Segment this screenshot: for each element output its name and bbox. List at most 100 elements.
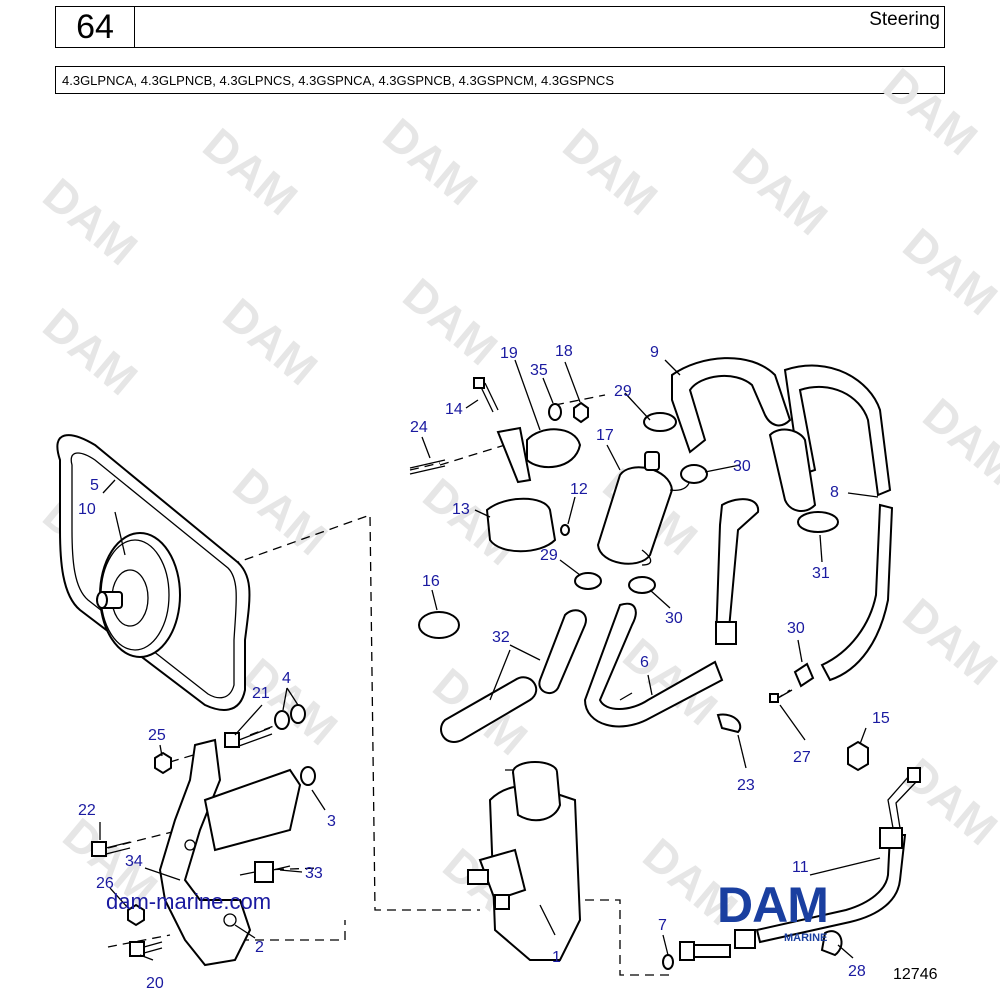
callout-33: 33	[305, 865, 323, 882]
callout-8: 8	[830, 484, 839, 501]
bolt-14	[473, 377, 499, 413]
fitting-6	[715, 621, 737, 645]
callout-10: 10	[78, 501, 96, 518]
pulley-line	[159, 514, 480, 911]
spacer-33	[239, 861, 291, 883]
watermark: DAM	[914, 388, 1000, 495]
bolt-22	[91, 841, 131, 857]
hoses	[440, 357, 894, 743]
model-list: 4.3GLPNCA, 4.3GLPNCB, 4.3GLPNCS, 4.3GSPN…	[55, 66, 945, 94]
callout-29-top: 29	[614, 383, 632, 400]
pump-line	[505, 769, 670, 976]
nut-25	[154, 751, 172, 775]
page-number: 64	[56, 7, 135, 47]
watermark: DAM	[194, 118, 308, 225]
callout-24: 24	[410, 419, 428, 436]
screw-27	[769, 689, 793, 703]
bolt-line	[107, 829, 181, 849]
hose-6	[583, 602, 724, 728]
callout-30-a: 30	[733, 458, 751, 475]
callout-30-b: 30	[665, 610, 683, 627]
bolt-20	[129, 941, 163, 957]
watermark: DAM	[374, 108, 488, 215]
callout-27: 27	[793, 749, 811, 766]
nut-line	[554, 394, 606, 406]
clip-23	[716, 713, 742, 734]
nut-26	[127, 903, 145, 927]
washer-3	[300, 766, 316, 786]
pulley	[96, 532, 181, 658]
callout-6: 6	[640, 654, 649, 671]
watermark: DAM	[894, 588, 1000, 695]
callout-5: 5	[90, 477, 99, 494]
callout-35: 35	[530, 362, 548, 379]
watermark: DAM	[234, 648, 348, 755]
callout-12: 12	[570, 481, 588, 498]
callout-30-c: 30	[787, 620, 805, 637]
watermark: DAM	[34, 298, 148, 405]
callout-4: 4	[282, 670, 291, 687]
nut-15	[847, 740, 869, 772]
dam-logo-subtext: MARINE	[784, 932, 828, 944]
watermark: DAM	[894, 218, 1000, 325]
page-header: 64 Steering	[55, 6, 945, 48]
clamp-16	[418, 611, 460, 639]
callout-32: 32	[492, 629, 510, 646]
callout-23: 23	[737, 777, 755, 794]
website-url[interactable]: dam-marine.com	[106, 889, 272, 914]
hardware	[91, 377, 869, 970]
pressure-line	[679, 767, 921, 961]
watermark: DAM	[394, 268, 508, 375]
hose-8-low	[820, 503, 894, 682]
stud-24	[409, 459, 446, 475]
clamp-sleeve	[485, 497, 557, 553]
callout-3: 3	[327, 813, 336, 830]
callout-29-low: 29	[540, 547, 558, 564]
clamp-30-low	[628, 576, 656, 594]
steering-pump	[467, 761, 582, 961]
clamp-31	[797, 511, 839, 533]
callout-26: 26	[96, 875, 114, 892]
callout-11: 11	[792, 859, 809, 876]
reservoir-bracket	[496, 426, 582, 484]
callout-34: 34	[125, 853, 143, 870]
hose-32	[440, 676, 538, 743]
callout-18: 18	[555, 343, 573, 360]
callout-17: 17	[596, 427, 614, 444]
spacer-line	[259, 867, 321, 871]
callout-13: 13	[452, 501, 470, 518]
clip-28	[820, 930, 843, 957]
clamp-29-low	[574, 572, 602, 590]
callout-28: 28	[848, 963, 866, 980]
oil-reservoir	[596, 451, 691, 566]
callout-25: 25	[148, 727, 166, 744]
watermark: DAM	[554, 118, 668, 225]
plug-12	[560, 524, 570, 536]
callout-22: 22	[78, 802, 96, 819]
callout-1: 1	[552, 949, 561, 966]
callout-7: 7	[658, 917, 667, 934]
callout-19: 19	[500, 345, 518, 362]
callout-20: 20	[146, 975, 164, 992]
stud-line-2	[409, 462, 441, 471]
callout-16: 16	[422, 573, 440, 590]
dam-logo: DAM	[717, 877, 829, 933]
nut-18	[573, 401, 589, 424]
callout-14: 14	[445, 401, 463, 418]
mounting-bracket	[158, 738, 302, 967]
callout-9: 9	[650, 344, 659, 361]
leaders	[99, 359, 881, 961]
watermark: DAM	[224, 458, 338, 565]
clamp-30-top	[680, 464, 708, 484]
washer-35	[548, 403, 562, 421]
drive-belt-inner	[70, 452, 237, 699]
hose-32-top	[538, 609, 587, 695]
watermark: DAM	[214, 288, 328, 395]
hose-clamps	[418, 412, 843, 957]
hose-end	[768, 428, 817, 512]
hose-9	[671, 357, 792, 454]
watermark: DAM	[874, 58, 988, 165]
bolt-21	[224, 727, 273, 748]
bracket-line	[240, 920, 346, 941]
